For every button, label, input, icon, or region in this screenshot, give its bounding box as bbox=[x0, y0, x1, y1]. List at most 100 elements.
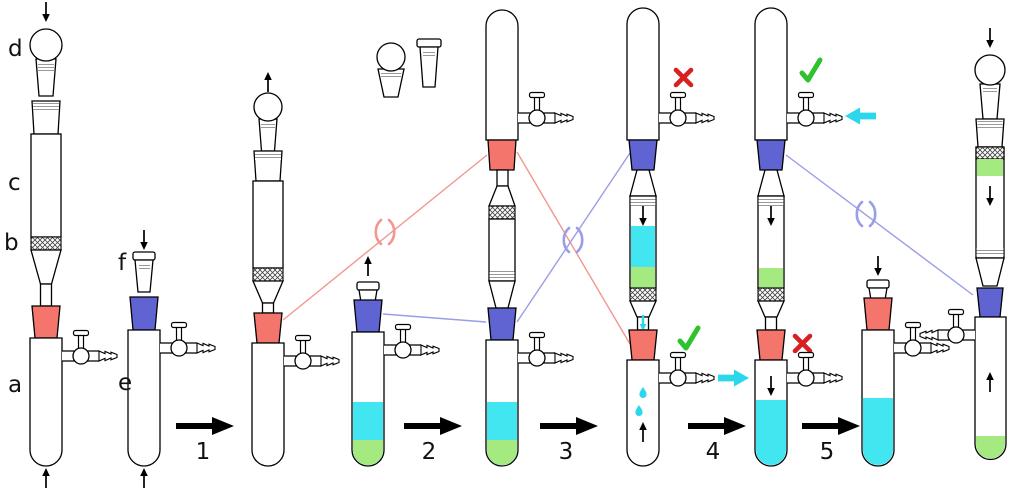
ground-band bbox=[976, 248, 1004, 256]
swap-line-red-1 bbox=[282, 154, 488, 321]
column-taper bbox=[30, 249, 62, 285]
bulb bbox=[253, 92, 283, 122]
step-3: 3 bbox=[540, 417, 598, 465]
tube-e-with-stopper-exploded: f e bbox=[118, 229, 216, 489]
red-joint bbox=[253, 312, 283, 344]
stopcock-arm bbox=[61, 329, 118, 365]
receiver-tube bbox=[251, 342, 285, 467]
frit bbox=[975, 146, 1005, 160]
filtrate-tube-stoppered bbox=[861, 255, 950, 467]
solid-falling bbox=[977, 159, 1003, 176]
bulb bbox=[29, 28, 63, 62]
ground-band bbox=[381, 71, 401, 78]
solid-collected bbox=[976, 436, 1005, 459]
column-taper bbox=[252, 280, 284, 304]
bulb bbox=[376, 42, 406, 72]
ground-band bbox=[255, 152, 281, 160]
column-taper bbox=[488, 280, 516, 309]
label-a: a bbox=[8, 372, 22, 398]
blue-joint bbox=[353, 299, 383, 333]
check-icon bbox=[802, 60, 820, 80]
step-arrow-icon bbox=[404, 417, 462, 435]
stopcock-arm bbox=[517, 331, 574, 367]
label-b: b bbox=[4, 230, 19, 256]
ground-band bbox=[139, 263, 150, 270]
stopper-cap bbox=[356, 281, 380, 291]
receiver-tube bbox=[626, 359, 660, 467]
step-number-4: 4 bbox=[706, 439, 721, 465]
solid-sediment bbox=[353, 440, 383, 465]
step-arrow-icon bbox=[802, 417, 860, 435]
removed-bulb-d bbox=[376, 42, 406, 98]
column-taper bbox=[757, 300, 785, 318]
column-on-tube-e bbox=[485, 9, 574, 467]
swap-line-blue-1 bbox=[382, 313, 487, 323]
stopper-cap bbox=[866, 279, 890, 289]
step-arrow-icon bbox=[540, 417, 598, 435]
red-joint bbox=[756, 329, 786, 361]
red-joint bbox=[628, 329, 658, 361]
blue-joint bbox=[628, 139, 658, 171]
filtration-inverted bbox=[626, 7, 749, 467]
stopcock-arm bbox=[283, 334, 340, 370]
label-f: f bbox=[118, 250, 127, 276]
step-1: 1 bbox=[176, 417, 234, 465]
filtration-complete bbox=[754, 7, 876, 467]
stopcock-arm bbox=[786, 91, 843, 127]
cross-icon bbox=[676, 70, 691, 85]
step-arrow-icon bbox=[176, 417, 234, 435]
check-icon bbox=[680, 328, 698, 348]
column-taper bbox=[488, 185, 516, 207]
label-e: e bbox=[118, 370, 132, 396]
frit bbox=[629, 287, 657, 302]
red-joint bbox=[487, 139, 517, 171]
ground-band bbox=[983, 87, 997, 94]
receiver-tube-inverted bbox=[485, 9, 519, 141]
column-taper bbox=[975, 257, 1005, 287]
column-body bbox=[252, 180, 284, 269]
label-c: c bbox=[8, 170, 21, 196]
step-number-5: 5 bbox=[820, 439, 835, 465]
step-4: 4 bbox=[688, 417, 746, 465]
step-5: 5 bbox=[802, 417, 860, 465]
swap-line-red-2 bbox=[516, 151, 631, 345]
blue-joint bbox=[756, 139, 786, 171]
column-body bbox=[30, 133, 62, 238]
solid-on-frit bbox=[631, 267, 655, 288]
removed-stopper-f bbox=[416, 38, 442, 88]
ground-band bbox=[977, 120, 1003, 128]
gas-down-arrow-icon bbox=[139, 229, 149, 251]
stopcock-arm bbox=[383, 323, 440, 359]
tube-e-stoppered bbox=[351, 255, 440, 467]
frit bbox=[757, 287, 785, 302]
step-arrow-icon bbox=[688, 417, 746, 435]
stopcock-arm bbox=[919, 308, 976, 344]
blue-joint bbox=[129, 296, 159, 331]
stopper-cap bbox=[132, 251, 156, 261]
ground-band bbox=[489, 271, 515, 279]
column-taper bbox=[629, 169, 657, 197]
tube-e-inverted bbox=[626, 7, 660, 141]
gas-up-arrow-icon bbox=[41, 467, 51, 489]
ground-band bbox=[261, 122, 275, 129]
gas-in-arrow-icon bbox=[845, 107, 876, 125]
column-stem bbox=[261, 302, 275, 314]
swap-line-blue-2 bbox=[516, 152, 631, 323]
column-stem bbox=[39, 283, 53, 307]
stopcock-arm bbox=[658, 91, 715, 127]
solid-sediment bbox=[487, 440, 517, 465]
stopcock-arm bbox=[517, 91, 574, 127]
column-stem bbox=[496, 169, 509, 187]
column-stem bbox=[764, 316, 778, 331]
step-number-1: 1 bbox=[196, 439, 211, 465]
blue-joint bbox=[487, 307, 517, 341]
bulb bbox=[974, 54, 1006, 86]
gas-down-arrow-icon bbox=[985, 27, 995, 49]
step-2: 2 bbox=[404, 417, 462, 465]
column-taper bbox=[629, 300, 657, 318]
gas-down-arrow-icon bbox=[41, 1, 51, 23]
cross-icon bbox=[795, 336, 810, 351]
solid-transfer-column bbox=[919, 27, 1007, 461]
